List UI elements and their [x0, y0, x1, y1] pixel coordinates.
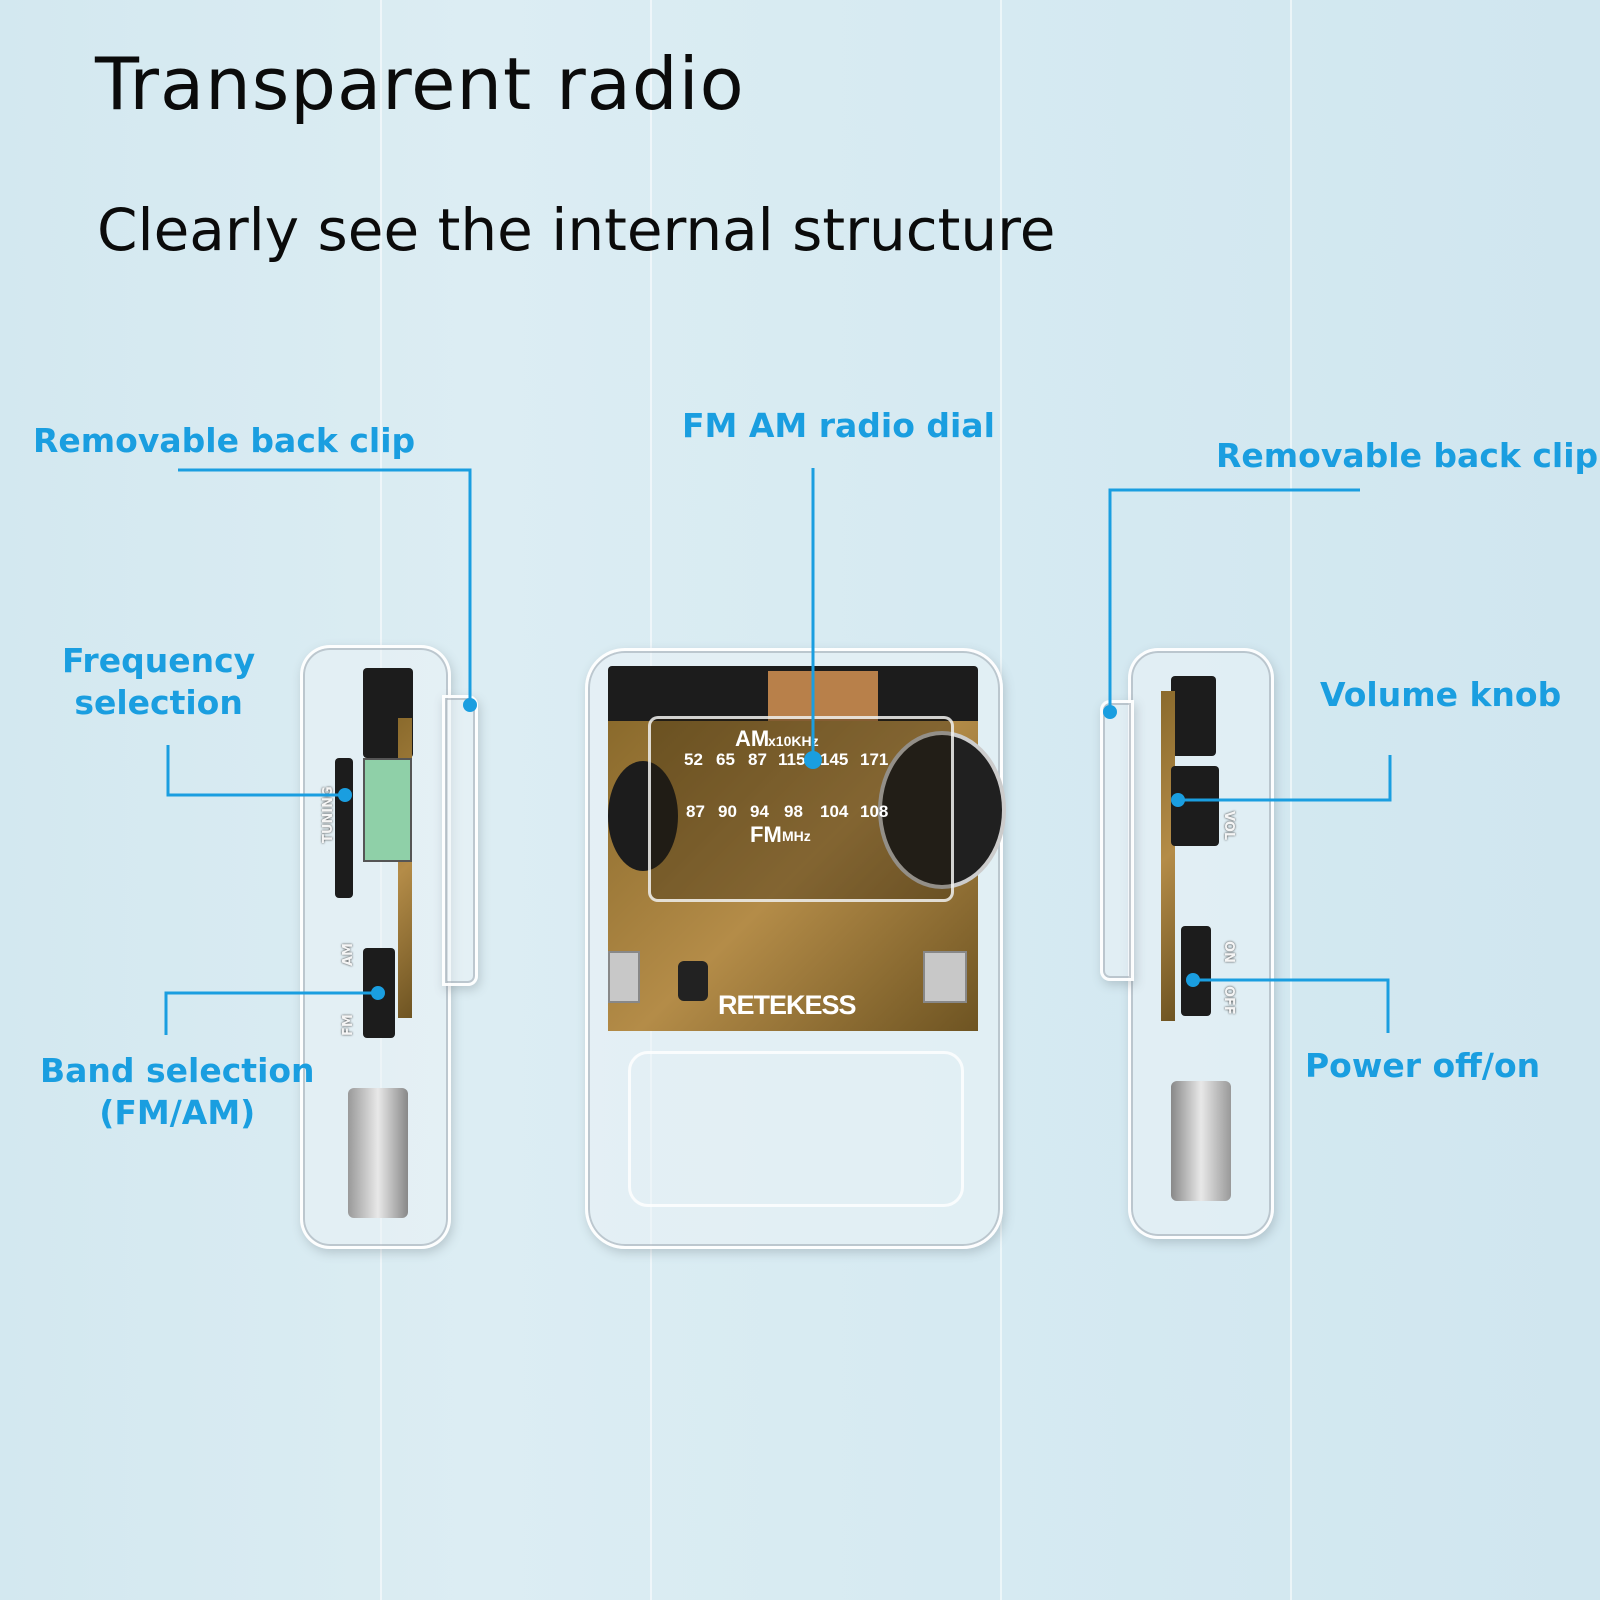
callout-line-band	[164, 991, 378, 1035]
callout-line-frequency	[166, 745, 345, 797]
am-frequency: 87	[748, 750, 767, 769]
am-frequency: 52	[684, 750, 703, 769]
callout-dot	[338, 788, 352, 802]
callout-dot	[1171, 793, 1185, 807]
callout-right-back-clip: Removable back clip	[1216, 436, 1599, 475]
am-band-label: AM	[735, 726, 770, 751]
fm-frequency: 94	[750, 802, 769, 821]
fm-frequency: 90	[718, 802, 737, 821]
fm-band-label: FM	[750, 822, 782, 847]
page-title: Transparent radio	[95, 42, 745, 126]
fm-unit-label: MHz	[782, 828, 811, 844]
callout-frequency-line1: Frequency	[62, 641, 256, 680]
brand-logo: RETEKESS	[718, 990, 857, 1020]
callout-line-volume	[1178, 755, 1392, 802]
am-frequency: 171	[860, 750, 889, 769]
callout-left-back-clip: Removable back clip	[33, 421, 416, 460]
callout-dot	[1103, 705, 1117, 719]
callout-frequency-line2: selection	[74, 683, 243, 722]
back-clip-left	[442, 695, 478, 986]
am-frequency: 115	[778, 750, 806, 769]
back-clip-right	[1100, 700, 1134, 981]
callout-dot	[1186, 973, 1200, 987]
fm-frequency: 87	[686, 802, 705, 821]
am-frequency: 65	[716, 750, 735, 769]
am-frequency: 145	[820, 750, 849, 769]
callout-radio-dial: FM AM radio dial	[682, 406, 995, 445]
callout-dot	[804, 751, 822, 769]
callout-dot	[463, 698, 477, 712]
callout-frequency-selection: Frequency selection	[62, 640, 255, 724]
callout-volume-knob: Volume knob	[1320, 675, 1562, 714]
fm-frequency: 104	[820, 802, 849, 821]
radio-right-side-view: VOL ON OFF	[1128, 648, 1274, 1239]
fm-frequency: 98	[784, 802, 803, 821]
callout-band-selection: Band selection (FM/AM)	[40, 1050, 315, 1134]
callout-power: Power off/on	[1305, 1046, 1541, 1085]
callout-line-left-clip	[178, 468, 472, 705]
callout-line-right-clip	[1108, 488, 1360, 712]
fm-frequency: 108	[860, 802, 889, 821]
callout-band-line2: (FM/AM)	[99, 1093, 256, 1132]
radio-front-view	[585, 648, 1006, 1249]
callout-dot	[371, 986, 385, 1000]
am-unit-label: x10KHz	[768, 733, 819, 749]
callout-line-power	[1193, 978, 1390, 1033]
callout-band-line1: Band selection	[40, 1051, 315, 1090]
page-subtitle: Clearly see the internal structure	[97, 196, 1056, 264]
